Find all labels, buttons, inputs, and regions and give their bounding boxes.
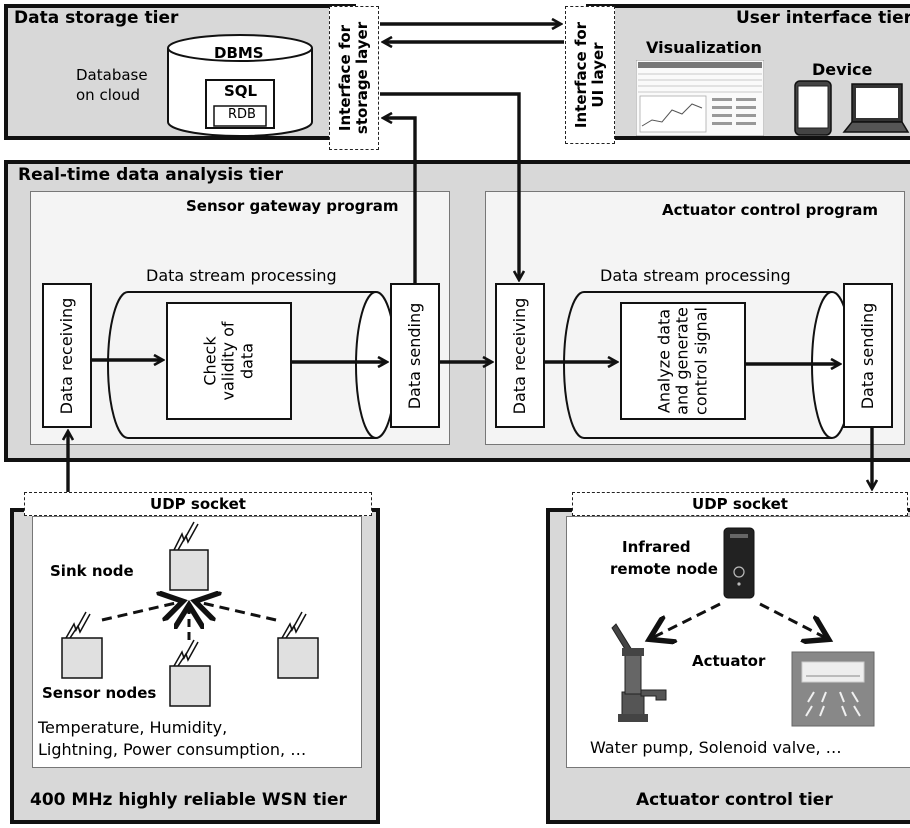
real-time-analysis-tier-title: Real-time data analysis tier [18,165,284,185]
actuator-data-receiving-box: Data receiving [495,283,545,428]
check-validity-line2: validity of [218,321,238,401]
ui-interface-line1: Interface for [571,21,590,129]
wsn-measures-line2: Lightning, Power consumption, … [38,740,307,759]
analyze-data-line3: control signal [691,307,711,415]
wsn-udp-label: UDP socket [150,495,246,513]
actuator-data-sending-box: Data sending [843,283,893,428]
sensor-stream-label: Data stream processing [146,266,337,285]
sensor-data-receiving-box: Data receiving [42,283,92,428]
infrared-label-line1: Infrared [622,538,691,556]
visualization-label: Visualization [646,38,762,57]
sensor-node-left-icon [61,611,103,679]
user-interface-tier-title: User interface tier [736,8,910,28]
smartphone-icon [794,80,832,136]
sensor-gateway-title: Sensor gateway program [186,197,399,215]
actuator-tier-title: Actuator control tier [636,790,833,810]
actuator-devices-label: Water pump, Solenoid valve, … [590,738,842,757]
storage-interface-box: Interface for storage layer [329,6,379,150]
wsn-measures-line1: Temperature, Humidity, [38,718,228,737]
actuator-udp-socket: UDP socket [572,492,908,516]
sensor-node-right-icon [277,611,319,679]
dbms-label: DBMS [214,44,264,62]
check-validity-line3: data [237,342,257,380]
check-validity-box: Check validity of data [166,302,292,420]
sensor-stream-cylinder [107,291,397,439]
ui-interface-line2: UI layer [589,42,607,108]
visualization-screenshot [636,60,764,136]
sql-label: SQL [224,82,258,100]
sensor-data-sending-label: Data sending [404,302,424,409]
actuator-program-title: Actuator control program [662,201,879,219]
water-pump-icon [611,623,667,722]
remote-control-icon [723,527,755,599]
sink-node-icon [169,521,209,591]
sensor-data-sending-box: Data sending [390,283,440,428]
sensor-data-receiving-label: Data receiving [56,297,76,414]
database-label-line1: Database [76,66,148,84]
actuator-data-sending-label: Data sending [857,302,877,409]
analyze-data-line2: and generate [672,307,692,415]
wsn-tier-title: 400 MHz highly reliable WSN tier [30,790,347,810]
wsn-udp-socket: UDP socket [24,492,372,516]
storage-interface-line1: Interface for [335,24,354,132]
wsn-network-drawing [61,521,319,707]
air-conditioner-icon [791,651,875,727]
analyze-data-line1: Analyze data [654,308,674,414]
ui-interface-box: Interface for UI layer [565,6,615,144]
sink-node-label: Sink node [50,562,134,580]
analyze-data-box: Analyze data and generate control signal [620,302,746,420]
database-cylinder [167,34,313,137]
data-storage-tier-title: Data storage tier [14,8,179,28]
rdb-label: RDB [228,107,256,122]
infrared-label-line2: remote node [610,560,718,578]
sensor-nodes-label: Sensor nodes [42,684,157,702]
database-label-line2: on cloud [76,86,141,104]
actuator-stream-label: Data stream processing [600,266,791,285]
sensor-node-middle-icon [169,639,211,707]
actuator-drawing [611,527,875,727]
actuator-data-receiving-label: Data receiving [509,297,529,414]
check-validity-line1: Check [200,336,220,386]
device-label: Device [812,60,873,79]
actuator-label: Actuator [692,652,766,670]
actuator-udp-label: UDP socket [692,495,788,513]
laptop-icon [842,83,910,133]
storage-interface-line2: storage layer [353,21,371,135]
